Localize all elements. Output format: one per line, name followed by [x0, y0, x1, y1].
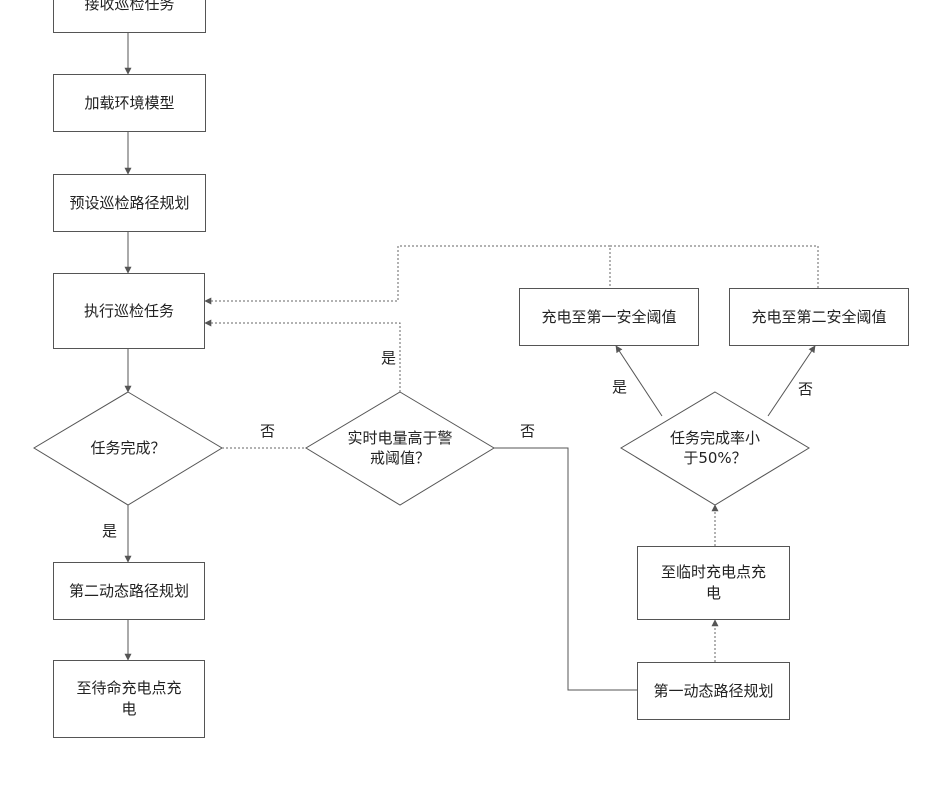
label-yes-power: 是 [381, 347, 396, 368]
node-standby-charging: 至待命充电点充电 [53, 660, 205, 738]
node-second-dynamic-path: 第二动态路径规划 [53, 562, 205, 620]
node-temporary-charging: 至临时充电点充电 [637, 546, 790, 620]
node-preset-path-planning: 预设巡检路径规划 [53, 174, 206, 232]
node-receive-task: 接收巡检任务 [53, 0, 206, 33]
label-yes-rate: 是 [612, 376, 627, 397]
label-no-rate: 否 [798, 378, 813, 399]
node-load-environment-model: 加载环境模型 [53, 74, 206, 132]
edge-charge-return [610, 246, 818, 290]
node-charge-second-threshold: 充电至第二安全阈值 [729, 288, 909, 346]
node-execute-inspection: 执行巡检任务 [53, 273, 205, 349]
power-high-label: 实时电量高于警戒阈值？ [343, 428, 457, 468]
label-yes-task-done: 是 [102, 520, 117, 541]
edge-power-no [494, 448, 637, 690]
rate-check-label: 任务完成率小于50%？ [668, 428, 762, 468]
label-no-power: 否 [520, 420, 535, 441]
task-done-label: 任务完成？ [78, 438, 178, 458]
node-first-dynamic-path: 第一动态路径规划 [637, 662, 790, 720]
label-no-task-done: 否 [260, 420, 275, 441]
edge-power-yes [205, 323, 400, 392]
node-charge-first-threshold: 充电至第一安全阈值 [519, 288, 699, 346]
